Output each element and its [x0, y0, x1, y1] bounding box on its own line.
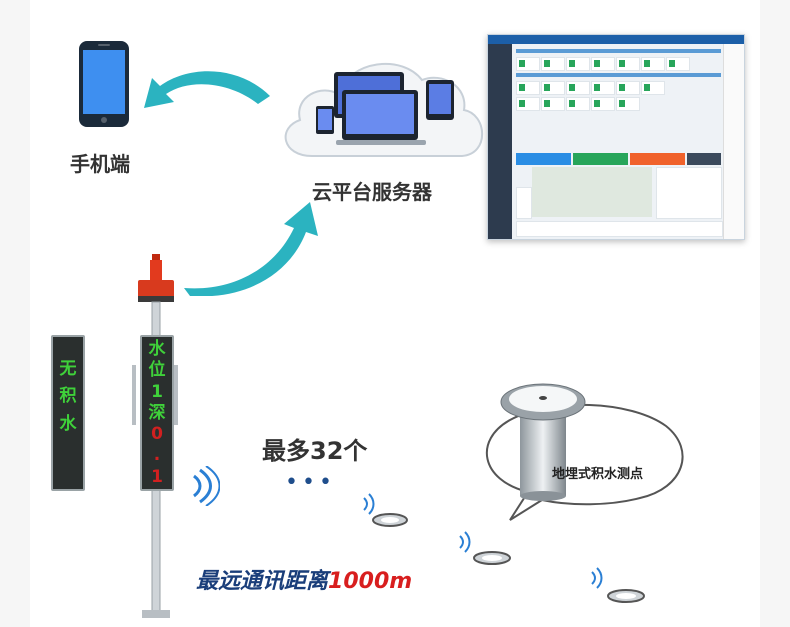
arrow-pole-to-cloud [184, 202, 318, 296]
max-count-label: 最多32个 [262, 437, 368, 465]
ground-sensor-1 [363, 493, 408, 527]
ellipsis-dots: ••• [285, 470, 336, 495]
ground-sensor-3 [591, 567, 645, 603]
distance-label: 最远通讯距离1000m [196, 563, 412, 595]
led-board-bracket [132, 365, 178, 425]
led-left-char-3: 水 [59, 413, 77, 434]
distance-prefix: 最远通讯距离 [196, 569, 329, 594]
distance-value: 1000m [328, 569, 413, 594]
led-board-left: 无 积 水 [51, 335, 85, 491]
led-right-char-3: 1 [151, 381, 163, 402]
led-board-right: 水 位 1 深 0 . 1 [140, 335, 174, 491]
phone-label: 手机端 [70, 152, 130, 176]
cloud-label: 云平台服务器 [312, 180, 432, 204]
platform-dashboard-thumbnail [487, 34, 745, 240]
cloud-server-illustration [284, 62, 484, 157]
led-right-char-7: 1 [151, 466, 163, 487]
led-right-char-4: 深 [148, 402, 166, 423]
sensor-label: 地埋式积水测点 [552, 467, 644, 482]
led-right-char-2: 位 [148, 360, 166, 381]
led-left-char-1: 无 [59, 359, 77, 379]
led-right-char-5: 0 [151, 424, 163, 444]
buried-sensor-icon [500, 383, 586, 501]
wireless-signal-icon [193, 466, 220, 506]
phone-icon [79, 41, 129, 127]
ground-sensor-2 [459, 531, 511, 565]
arrow-cloud-to-phone [144, 71, 270, 108]
led-right-char-6: . [153, 445, 161, 466]
led-left-char-2: 积 [59, 386, 77, 407]
led-right-char-1: 水 [148, 339, 166, 359]
